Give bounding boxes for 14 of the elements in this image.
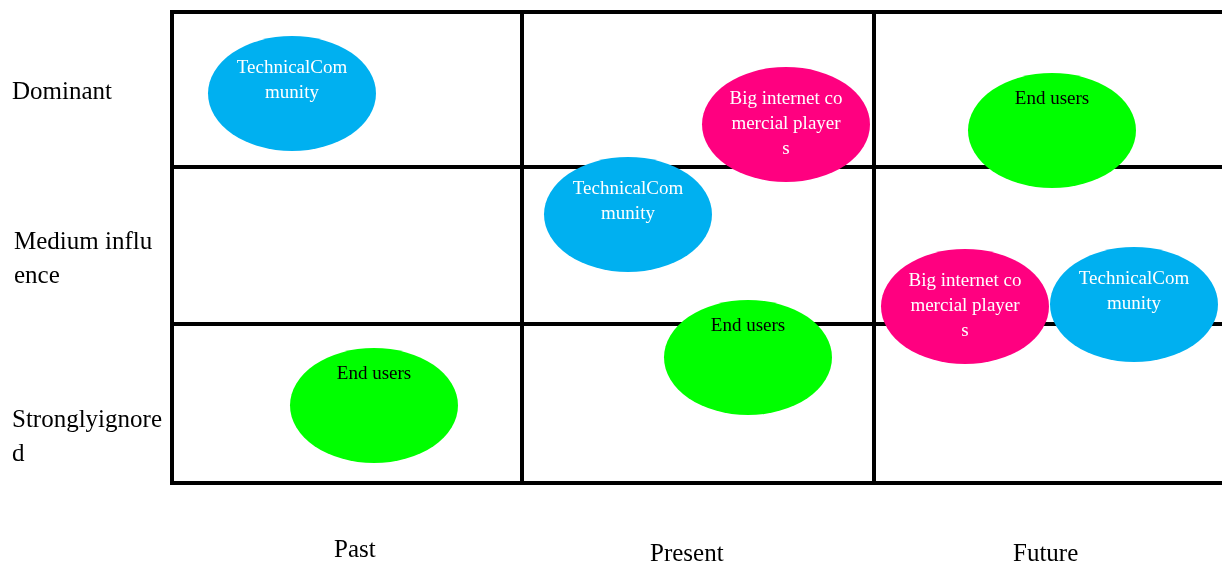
group-label: End users [1013, 86, 1091, 110]
column-label: Future [1013, 538, 1079, 564]
column-label: Present [650, 538, 724, 564]
row-label: Dominant [12, 76, 112, 106]
group-label: TechnicalCommunity [1077, 266, 1191, 315]
group-label: End users [709, 313, 787, 337]
group-label: Big internet comercial players [728, 86, 844, 160]
group-label: Big internet comercial players [907, 268, 1023, 342]
row-label: Stronglyignored [12, 404, 163, 468]
row-label: Medium influence [14, 226, 154, 290]
group-label: End users [335, 361, 413, 385]
column-label: Past [334, 534, 376, 564]
group-label: TechnicalCommunity [235, 55, 349, 104]
group-label: TechnicalCommunity [571, 176, 685, 225]
